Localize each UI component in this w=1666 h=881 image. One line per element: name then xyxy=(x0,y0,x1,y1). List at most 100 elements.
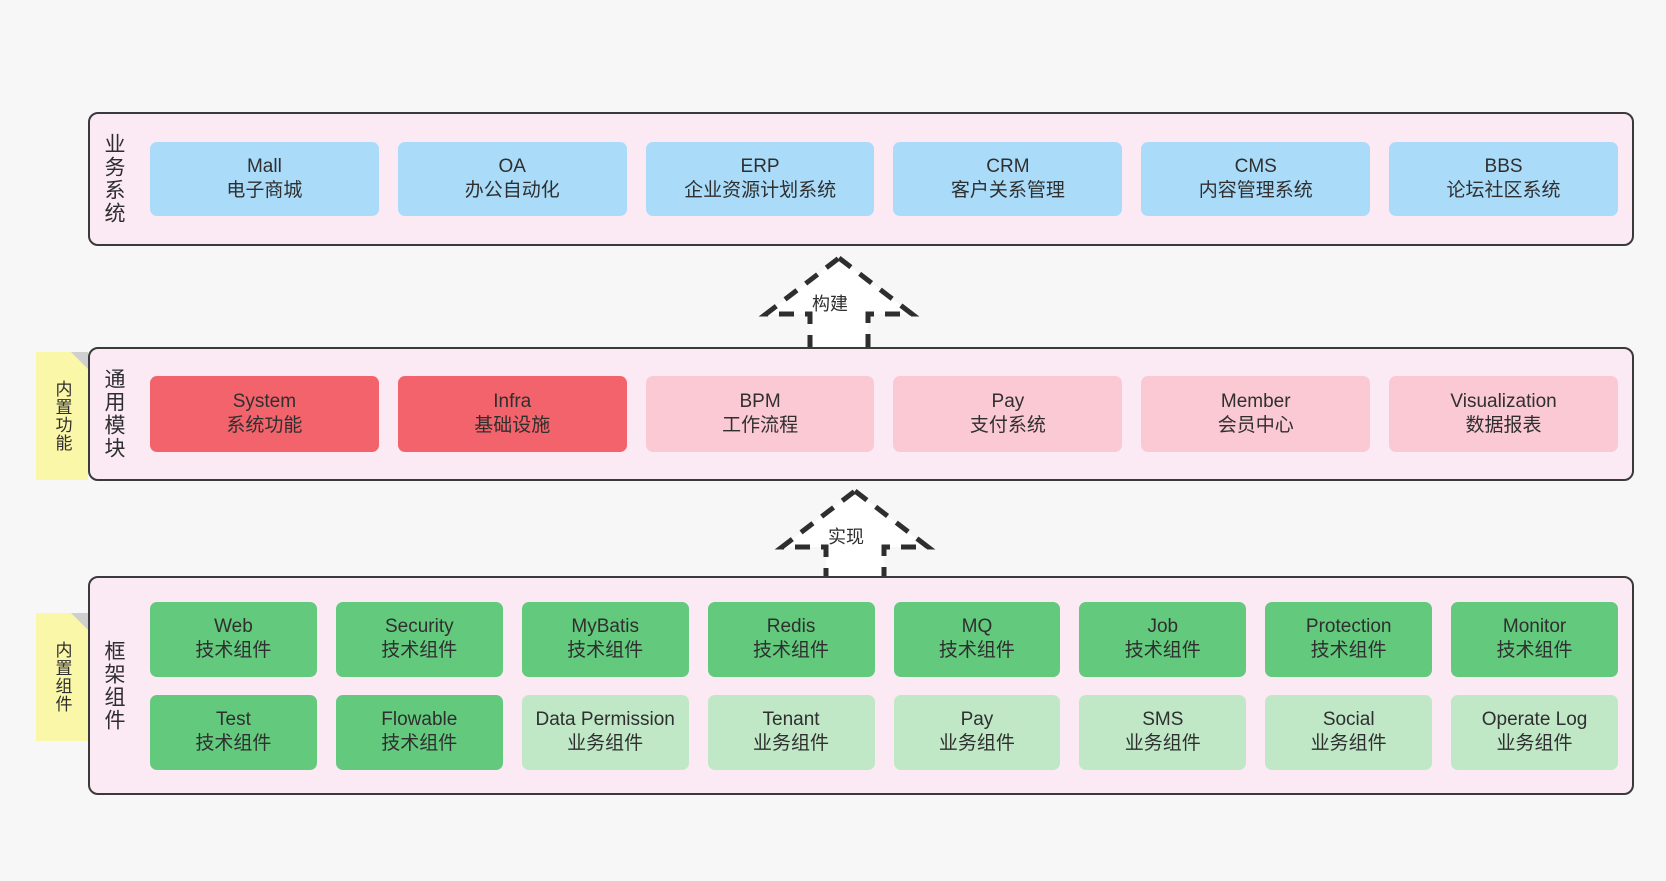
node-subtitle: 论坛社区系统 xyxy=(1446,180,1561,201)
node-pay[interactable]: Pay 支付系统 xyxy=(893,376,1123,452)
node-name: OA xyxy=(498,155,526,177)
connector-implement: 实现 xyxy=(760,485,950,588)
node-subtitle: 技术组件 xyxy=(381,733,458,754)
node-subtitle: 会员中心 xyxy=(1217,415,1294,436)
node-name: Protection xyxy=(1305,615,1392,637)
node-subtitle: 电子商城 xyxy=(226,180,303,201)
connector-implement-label: 实现 xyxy=(828,527,864,547)
node-web[interactable]: Web 技术组件 xyxy=(150,601,317,677)
node-subtitle: 客户关系管理 xyxy=(950,180,1065,201)
node-name: Test xyxy=(216,708,251,730)
node-monitor[interactable]: Monitor 技术组件 xyxy=(1451,601,1618,677)
node-subtitle: 内容管理系统 xyxy=(1198,180,1313,201)
node-subtitle: 技术组件 xyxy=(567,640,644,661)
node-tenant[interactable]: Tenant 业务组件 xyxy=(707,694,875,770)
node-name: CRM xyxy=(986,155,1030,177)
note-builtin-component-label: 内置组件 xyxy=(52,641,72,713)
node-subtitle: 技术组件 xyxy=(195,640,272,661)
layer-common-modules-title: 通用模块 xyxy=(102,368,125,460)
node-subtitle: 技术组件 xyxy=(1310,640,1387,661)
node-crm[interactable]: CRM 客户关系管理 xyxy=(893,142,1123,216)
node-subtitle: 支付系统 xyxy=(969,415,1046,436)
node-name: MyBatis xyxy=(571,615,639,637)
node-social[interactable]: Social 业务组件 xyxy=(1265,694,1433,770)
node-name: ERP xyxy=(740,155,780,177)
node-name: Redis xyxy=(766,615,816,637)
node-mall[interactable]: Mall 电子商城 xyxy=(150,142,379,216)
node-job[interactable]: Job 技术组件 xyxy=(1079,601,1247,677)
node-cms[interactable]: CMS 内容管理系统 xyxy=(1141,142,1371,216)
node-mybatis[interactable]: MyBatis 技术组件 xyxy=(521,601,689,677)
node-subtitle: 系统功能 xyxy=(226,415,303,436)
layer-framework-components-title: 框架组件 xyxy=(102,639,125,732)
node-name: SMS xyxy=(1142,708,1184,730)
node-name: Flowable xyxy=(381,708,458,730)
node-name: BPM xyxy=(739,390,781,412)
node-subtitle: 办公自动化 xyxy=(464,180,560,201)
node-name: Data Permission xyxy=(535,708,675,730)
build-arrow-icon xyxy=(758,254,920,355)
layer-common-modules-body: System 系统功能 Infra 基础设施 BPM 工作流程 Pay 支付系统 Member 会… xyxy=(136,349,1632,479)
node-subtitle: 业务组件 xyxy=(938,733,1015,754)
node-subtitle: 数据报表 xyxy=(1465,415,1542,436)
node-subtitle: 业务组件 xyxy=(1496,733,1573,754)
node-redis[interactable]: Redis 技术组件 xyxy=(707,601,875,677)
node-subtitle: 业务组件 xyxy=(1310,733,1387,754)
node-subtitle: 技术组件 xyxy=(1496,640,1573,661)
note-builtin-component: 内置组件 xyxy=(36,613,88,741)
node-visualization[interactable]: Visualization 数据报表 xyxy=(1389,376,1618,452)
node-name: System xyxy=(232,390,297,412)
node-member[interactable]: Member 会员中心 xyxy=(1141,376,1371,452)
node-name: Visualization xyxy=(1450,390,1557,412)
node-name: Mall xyxy=(246,155,282,177)
node-sms[interactable]: SMS 业务组件 xyxy=(1079,694,1247,770)
node-subtitle: 技术组件 xyxy=(195,733,272,754)
node-subtitle: 业务组件 xyxy=(753,733,830,754)
node-data-permission[interactable]: Data Permission 业务组件 xyxy=(521,694,689,770)
node-name: Member xyxy=(1220,390,1291,412)
node-subtitle: 工作流程 xyxy=(722,415,799,436)
node-name: Web xyxy=(214,615,253,637)
node-flowable[interactable]: Flowable 技术组件 xyxy=(335,694,503,770)
layer-business-systems-title: 业务系统 xyxy=(102,133,125,225)
node-operate-log[interactable]: Operate Log 业务组件 xyxy=(1451,694,1618,770)
note-fold-corner-icon xyxy=(71,613,88,630)
node-subtitle: 业务组件 xyxy=(1124,733,1201,754)
node-name: Tenant xyxy=(762,708,820,730)
node-oa[interactable]: OA 办公自动化 xyxy=(397,142,627,216)
node-subtitle: 技术组件 xyxy=(381,640,458,661)
note-builtin-function: 内置功能 xyxy=(36,352,88,480)
node-name: Pay xyxy=(991,390,1025,412)
node-name: Monitor xyxy=(1502,615,1567,637)
node-name: Social xyxy=(1322,708,1375,730)
node-infra[interactable]: Infra 基础设施 xyxy=(397,376,627,452)
note-builtin-function-label: 内置功能 xyxy=(52,380,72,452)
node-subtitle: 基础设施 xyxy=(474,415,551,436)
node-name: Job xyxy=(1147,615,1179,637)
node-subtitle: 技术组件 xyxy=(938,640,1015,661)
node-name: MQ xyxy=(961,615,993,637)
node-subtitle: 技术组件 xyxy=(753,640,830,661)
layer-common-modules: 通用模块 System 系统功能 Infra 基础设施 BPM 工作流程 Pay 支付系统 Me… xyxy=(88,347,1634,481)
node-security[interactable]: Security 技术组件 xyxy=(335,601,503,677)
node-name: Infra xyxy=(493,390,532,412)
node-test[interactable]: Test 技术组件 xyxy=(150,694,317,770)
node-mq[interactable]: MQ 技术组件 xyxy=(893,601,1061,677)
node-bpm[interactable]: BPM 工作流程 xyxy=(645,376,875,452)
node-subtitle: 技术组件 xyxy=(1124,640,1201,661)
node-system[interactable]: System 系统功能 xyxy=(150,376,379,452)
node-name: Operate Log xyxy=(1481,708,1588,730)
node-name: CMS xyxy=(1234,155,1277,177)
node-protection[interactable]: Protection 技术组件 xyxy=(1265,601,1433,677)
node-name: Security xyxy=(384,615,454,637)
connector-build-label: 构建 xyxy=(812,294,848,314)
node-subtitle: 业务组件 xyxy=(567,733,644,754)
